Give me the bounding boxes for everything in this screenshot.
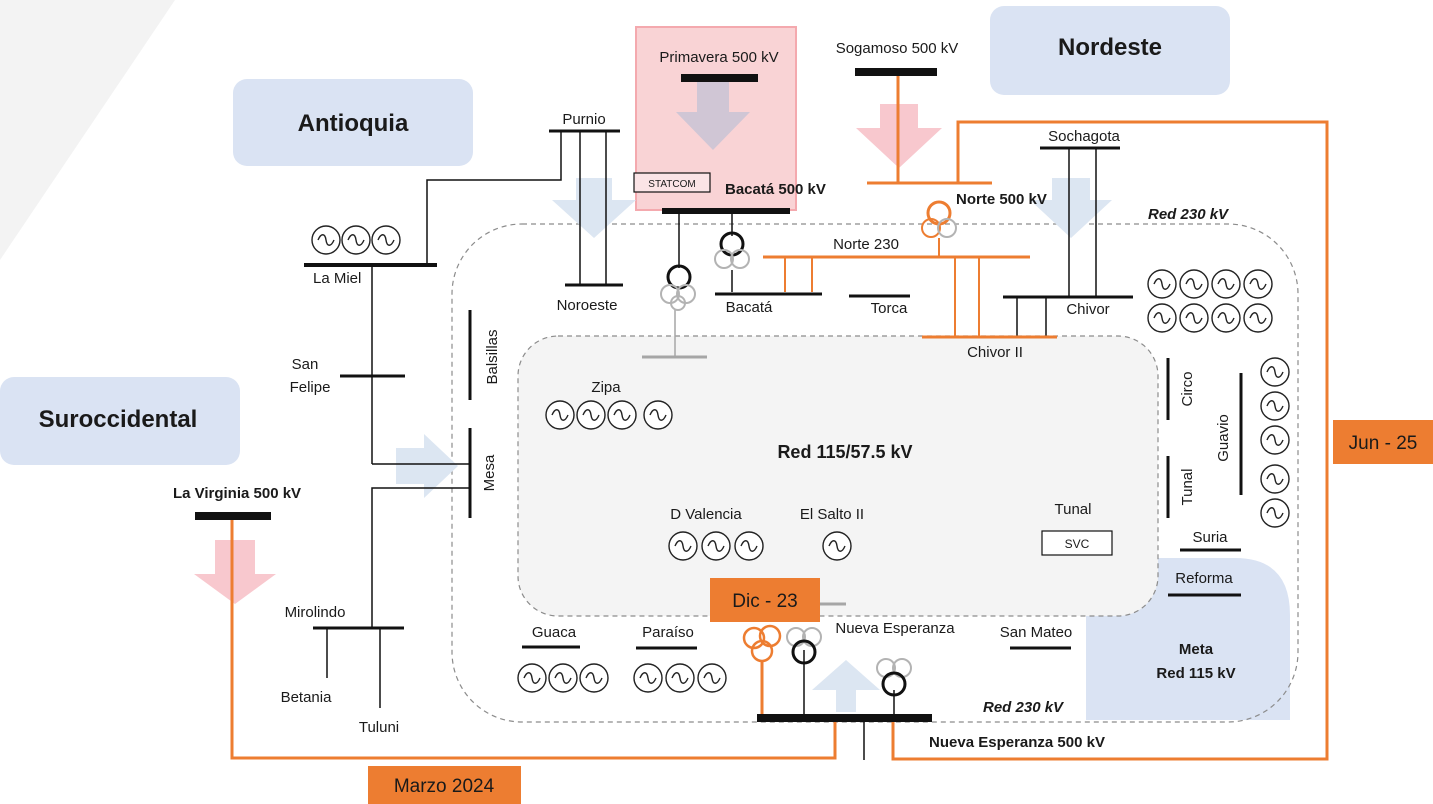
bus-purnio: Purnio [562, 111, 605, 128]
bus-primavera: Primavera 500 kV [659, 49, 778, 66]
bus-guaca: Guaca [532, 624, 577, 641]
flow-arrow-antioquia [552, 178, 636, 238]
bus-d-valencia: D Valencia [670, 506, 742, 523]
bus-betania: Betania [281, 689, 333, 706]
bus-san-mateo: San Mateo [1000, 624, 1073, 641]
bus-guavio: Guavio [1215, 414, 1232, 462]
transformer-nueva-esperanza-2 [876, 658, 912, 697]
date-tag-dic23-box [710, 578, 820, 622]
generator-el-salto [822, 531, 852, 561]
generator-group-guavio [1260, 357, 1290, 528]
region-nordeste-box [990, 6, 1230, 95]
bus-tuluni: Tuluni [359, 719, 399, 736]
region-meta: Meta [1179, 641, 1214, 658]
transformer-bacata [714, 231, 750, 269]
flow-arrow-la-virginia [194, 540, 276, 604]
statcom-label: STATCOM [648, 179, 695, 190]
region-nordeste: Nordeste [1058, 34, 1162, 61]
bus-suria: Suria [1192, 529, 1228, 546]
transformer-nueva-esperanza-1 [786, 627, 822, 665]
flow-arrow-sochagota [1030, 178, 1112, 238]
region-suroccidental: Suroccidental [39, 406, 198, 433]
black-lines [326, 131, 1097, 760]
bus-balsillas: Balsillas [484, 329, 501, 384]
bus-norte-500: Norte 500 kV [956, 191, 1047, 208]
bus-san-felipe-2: Felipe [290, 379, 331, 396]
background-wedge [0, 0, 175, 260]
flow-arrow-nueva-esperanza [812, 660, 880, 712]
red-230-label-bottom: Red 230 kV [983, 699, 1065, 716]
transformer-zipa [660, 264, 696, 311]
region-meta-sub: Red 115 kV [1156, 665, 1235, 682]
bus-chivor-ii: Chivor II [967, 344, 1023, 361]
orange-230kv-lines [784, 238, 980, 336]
generator-group-guaca [517, 663, 609, 693]
bus-san-felipe-1: San [292, 356, 319, 373]
red-115-label: Red 115/57.5 kV [777, 442, 912, 462]
bus-la-miel: La Miel [313, 270, 361, 287]
bus-sochagota: Sochagota [1048, 128, 1120, 145]
bus-zipa: Zipa [591, 379, 621, 396]
bus-bars [195, 68, 1243, 722]
bus-reforma: Reforma [1175, 570, 1233, 587]
svc-box [1041, 530, 1113, 556]
bus-sogamoso: Sogamoso 500 kV [836, 40, 959, 57]
region-antioquia-box [233, 79, 473, 166]
region-suroccidental-box [0, 377, 240, 465]
flow-arrow-primavera [676, 80, 750, 150]
bus-circo: Circo [1179, 371, 1196, 406]
statcom-box [633, 172, 711, 193]
bus-noroeste: Noroeste [557, 297, 618, 314]
bus-nueva-esperanza: Nueva Esperanza [835, 620, 955, 637]
bus-chivor: Chivor [1066, 301, 1109, 318]
bus-tunal-vertical: Tunal [1179, 469, 1196, 506]
transformer-norte500 [921, 200, 957, 238]
red-230-boundary [451, 223, 1299, 723]
bus-la-virginia: La Virginia 500 kV [173, 485, 301, 502]
red-115-boundary [517, 335, 1159, 617]
bus-mirolindo: Mirolindo [285, 604, 346, 621]
generator-group-d-valencia [668, 531, 764, 561]
red-230-label-top: Red 230 kV [1148, 206, 1230, 223]
bus-mesa: Mesa [481, 454, 498, 491]
bus-norte-230: Norte 230 [833, 236, 899, 253]
date-tag-jun25-box [1333, 420, 1433, 464]
bus-tunal: Tunal [1055, 501, 1092, 518]
orange-bus-bars [763, 181, 1057, 339]
date-tag-marzo2024: Marzo 2024 [394, 776, 495, 797]
generator-group-paraiso [633, 663, 727, 693]
generator-group-la-miel [311, 225, 401, 255]
bus-paraiso: Paraíso [642, 624, 694, 641]
generator-group-chivor [1147, 269, 1273, 333]
bus-el-salto-ii: El Salto II [800, 506, 864, 523]
transformer-dic23 [742, 624, 782, 663]
date-tag-jun25: Jun - 25 [1349, 433, 1418, 454]
date-tag-marzo2024-box [368, 766, 521, 804]
flow-arrow-suroccidental [396, 434, 458, 498]
bus-bacata: Bacatá [726, 299, 773, 316]
region-antioquia: Antioquia [298, 110, 409, 137]
bus-bacata-500: Bacatá 500 kV [725, 181, 826, 198]
bus-nueva-esperanza-500: Nueva Esperanza 500 kV [929, 734, 1105, 751]
svc-label: SVC [1065, 537, 1090, 551]
date-tag-dic23: Dic - 23 [732, 591, 797, 612]
orange-500kv-lines [230, 72, 1329, 761]
bus-torca: Torca [871, 300, 908, 317]
